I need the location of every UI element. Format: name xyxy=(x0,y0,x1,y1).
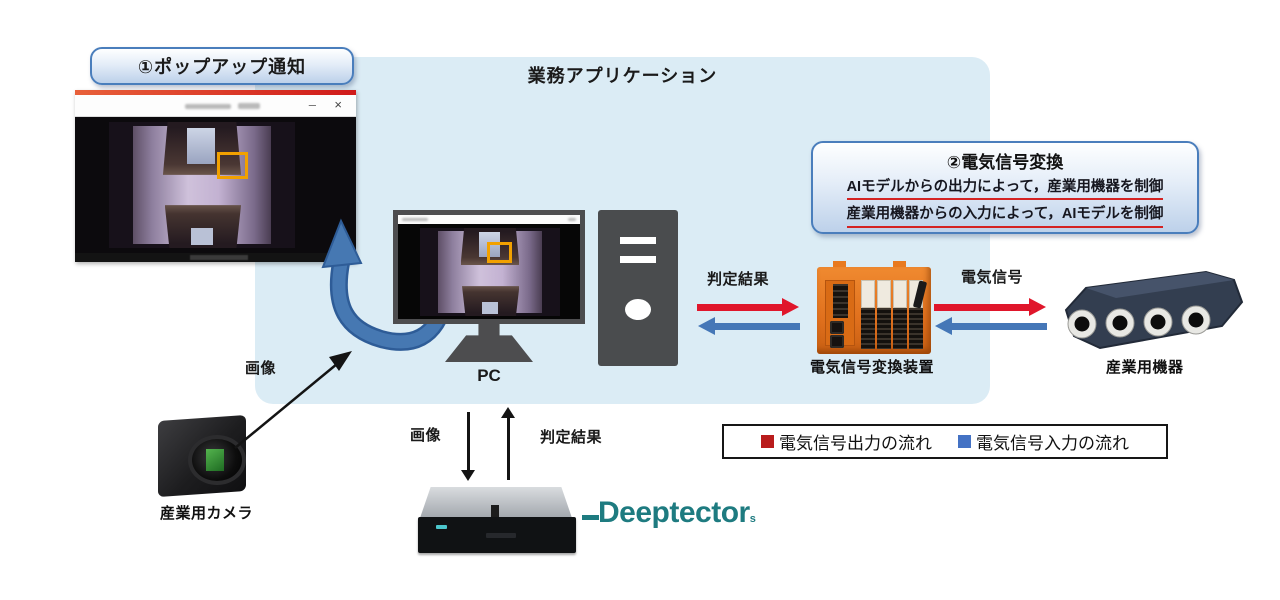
pc-label: PC xyxy=(477,366,501,385)
popup-window-accent-bar xyxy=(75,90,356,95)
logo-underline-bar xyxy=(582,515,599,520)
camera-label: 産業用カメラ xyxy=(160,505,254,522)
titlebar-text-smudge xyxy=(185,104,231,109)
browser-bar xyxy=(398,215,580,224)
minimize-icon: – xyxy=(308,97,316,112)
industrial-machine xyxy=(1064,270,1244,350)
input-arrow-converter-to-pc xyxy=(698,317,800,335)
popup-window-footer xyxy=(75,253,356,262)
popup-window: – × xyxy=(75,90,356,262)
titlebar-text-smudge xyxy=(238,103,260,109)
power-button-icon xyxy=(625,299,651,320)
business-application-label: 業務アプリケーション xyxy=(527,66,718,86)
camera-sensor xyxy=(206,449,224,471)
pc-tower xyxy=(598,210,678,366)
flow-label-image-server: 画像 xyxy=(410,427,442,444)
legend-output-label: 電気信号出力の流れ xyxy=(779,434,932,453)
flow-label-image-camera: 画像 xyxy=(245,360,277,377)
popup-window-content xyxy=(75,117,356,253)
popup-window-titlebar: – × xyxy=(75,95,356,117)
flow-legend: 電気信号出力の流れ 電気信号入力の流れ xyxy=(722,424,1168,459)
legend-output: 電気信号出力の流れ xyxy=(761,429,932,454)
converter-label: 電気信号変換装置 xyxy=(810,359,935,376)
camera-image-arrow xyxy=(234,351,352,449)
popup-curved-arrow xyxy=(321,218,454,351)
pc-monitor xyxy=(393,210,585,324)
popup-notification-badge: ①ポップアップ通知 xyxy=(90,47,354,85)
drive-slot xyxy=(620,256,656,263)
flow-label-judgment: 判定結果 xyxy=(707,271,770,288)
logo-mark: s xyxy=(749,513,756,525)
signal-converter-device xyxy=(817,261,931,354)
defect-marker-box xyxy=(216,152,249,179)
flow-label-judgment-server: 判定結果 xyxy=(540,429,603,446)
server-slot xyxy=(486,533,516,538)
judgment-arrow-up xyxy=(501,407,515,480)
legend-input-label: 電気信号入力の流れ xyxy=(976,434,1129,453)
input-arrow-machine-to-converter xyxy=(935,317,1047,335)
output-arrow-pc-to-converter xyxy=(697,298,799,316)
monitor-inspection-image xyxy=(420,228,560,316)
machine-label: 産業用機器 xyxy=(1106,359,1184,376)
signal-conversion-note: ②電気信号変換 AIモデルからの出力によって，産業用機器を制御 産業用機器からの… xyxy=(811,141,1199,234)
defect-marker-box xyxy=(487,242,513,264)
flow-label-signal: 電気信号 xyxy=(961,269,1024,286)
monitor-screen xyxy=(398,224,580,319)
ai-server xyxy=(418,517,576,553)
logo-text: Deeptector xyxy=(598,496,750,529)
image-arrow-down xyxy=(461,412,475,481)
popup-inspection-image xyxy=(109,122,295,248)
close-icon: × xyxy=(334,97,342,112)
signal-note-line2: 産業用機器からの入力によって，AIモデルを制御 xyxy=(846,203,1164,228)
signal-note-title: ②電気信号変換 xyxy=(946,153,1064,172)
legend-blue-square-icon xyxy=(958,435,971,448)
output-arrow-converter-to-machine xyxy=(934,298,1046,316)
server-led-icon xyxy=(436,525,447,529)
deeptector-logo: Deeptectors xyxy=(582,496,756,530)
ai-server-nub xyxy=(491,505,499,519)
legend-input: 電気信号入力の流れ xyxy=(958,429,1129,454)
legend-red-square-icon xyxy=(761,435,774,448)
drive-slot xyxy=(620,237,656,244)
signal-note-line1: AIモデルからの出力によって，産業用機器を制御 xyxy=(846,176,1164,201)
